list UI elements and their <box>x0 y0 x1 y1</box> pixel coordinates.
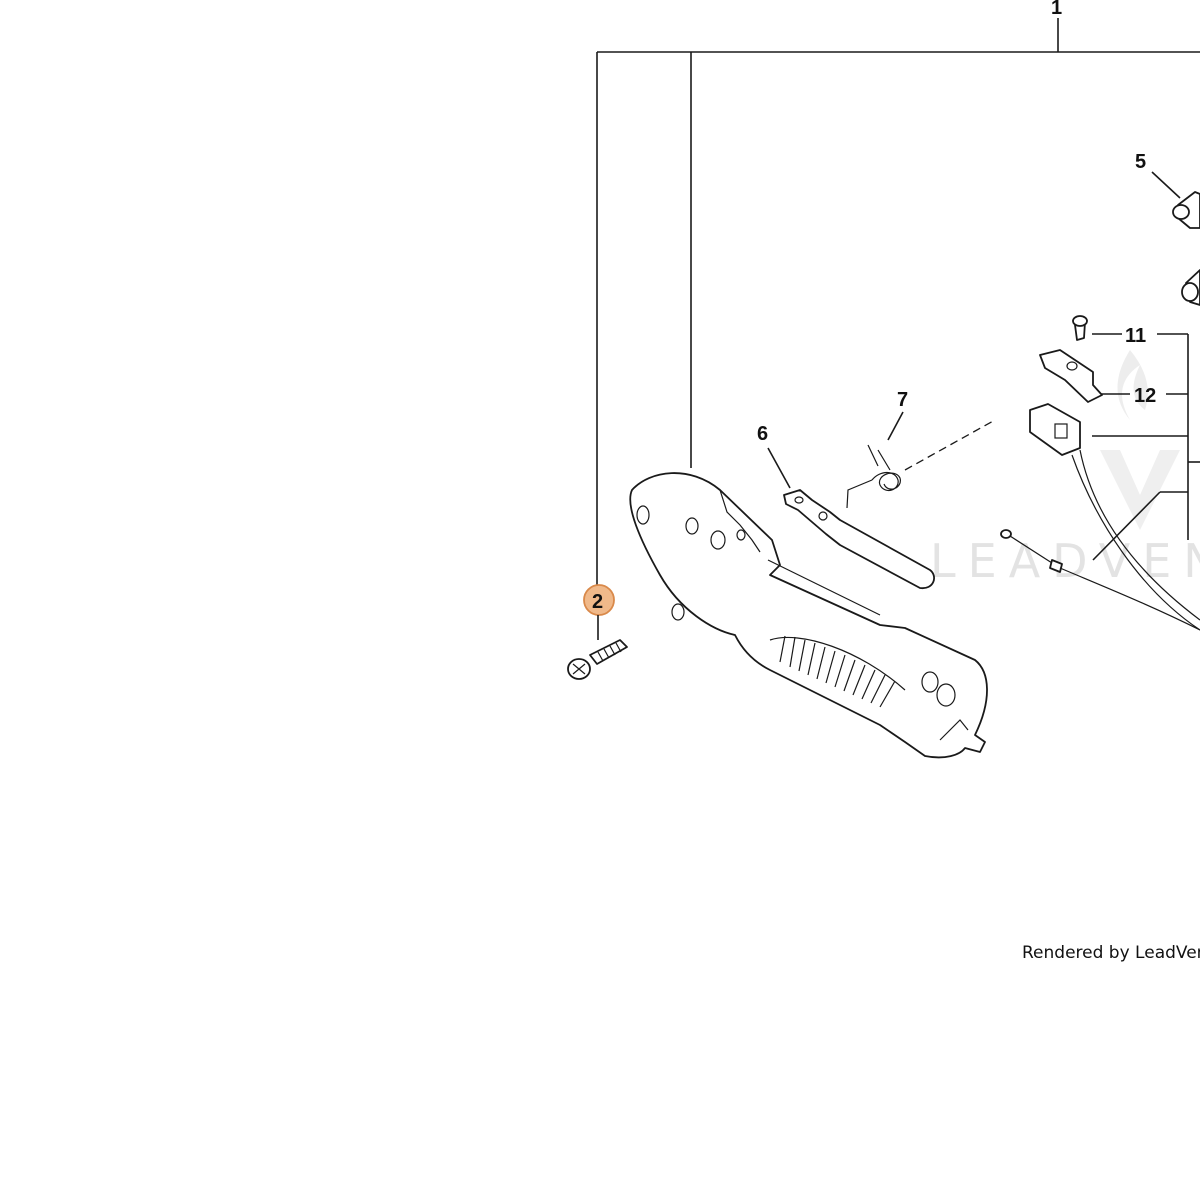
ignition-part-5[interactable] <box>1172 191 1200 306</box>
clamp-plate-part-12[interactable] <box>1039 349 1103 403</box>
watermark-text: LEADVENT <box>930 534 1200 588</box>
alignment-dashed-line <box>904 419 996 471</box>
watermark: LEADVENT <box>930 350 1200 588</box>
callout-2-label: 2 <box>592 591 603 613</box>
callout-11-label[interactable]: 11 <box>1125 325 1146 347</box>
throttle-cable[interactable] <box>1000 529 1200 631</box>
spring-part-7[interactable] <box>846 444 901 509</box>
switch-connector[interactable] <box>1029 403 1081 456</box>
callout-6-label[interactable]: 6 <box>757 423 768 445</box>
callout-12-label[interactable]: 12 <box>1134 385 1156 407</box>
callout-2-highlight <box>583 584 615 616</box>
callout-7-label[interactable]: 7 <box>897 389 908 411</box>
callout-1-leader <box>596 18 1200 585</box>
footer-rendered-by: Rendered by LeadVent <box>1022 943 1200 963</box>
callout-1-label[interactable]: 1 <box>1051 0 1062 19</box>
handle-housing[interactable] <box>629 472 988 759</box>
callout-5-label[interactable]: 5 <box>1135 151 1146 173</box>
callout-2-marker[interactable]: 2 <box>583 584 615 616</box>
screw-part-11[interactable] <box>1072 315 1088 341</box>
throttle-trigger-part-6[interactable] <box>783 489 935 589</box>
screw-part-2[interactable] <box>567 639 628 680</box>
wire-harness <box>1071 449 1200 631</box>
